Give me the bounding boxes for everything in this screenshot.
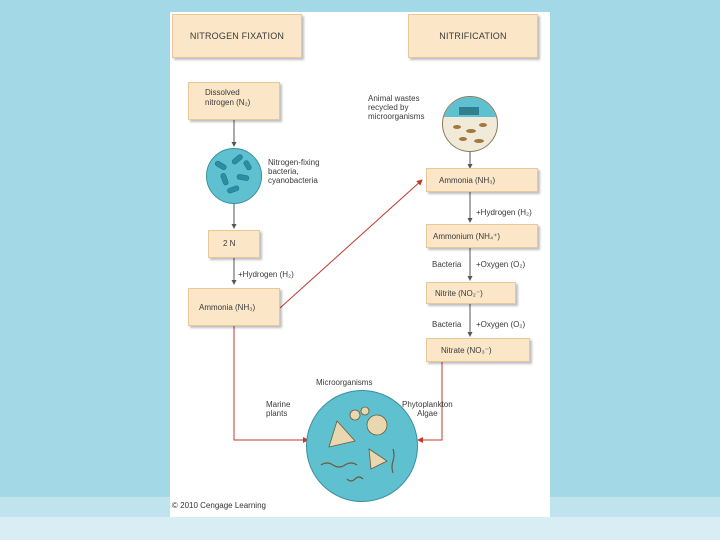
label-nitrogen-fixing-bacteria: Nitrogen-fixing bacteria, cyanobacteria [268, 158, 320, 185]
header-nitrification: NITRIFICATION [408, 14, 538, 58]
animal-wastes-icon [442, 96, 498, 152]
bacteria-circle-icon [206, 148, 262, 204]
bacteria-rods-icon [214, 154, 252, 194]
box-nitrate: Nitrate (NO₃⁻) [426, 338, 530, 362]
bottom-band-light [0, 517, 720, 540]
label-hydrogen-right: +Hydrogen (H₂) [476, 208, 532, 217]
box-ammonium: Ammonium (NH₄⁺) [426, 224, 538, 248]
box-nitrite: Nitrite (NO₂⁻) [426, 282, 516, 304]
diagram-slide: NITROGEN FIXATION NITRIFICATION Dissolve… [170, 12, 550, 517]
plankton-icon [320, 406, 395, 482]
arrow-nitrate-to-microorganisms [417, 362, 443, 443]
label-animal-wastes: Animal wastes recycled by microorganisms [368, 94, 425, 121]
header-nitrogen-fixation: NITROGEN FIXATION [172, 14, 302, 58]
arrow-layer [231, 120, 473, 443]
label-hydrogen-left: +Hydrogen (H₂) [238, 270, 294, 279]
arrow-ammonia-to-microorganisms [233, 326, 309, 443]
label-marine-plants: Marine plants [266, 400, 291, 418]
label-microorganisms: Microorganisms [316, 378, 373, 387]
box-ammonia-right: Ammonia (NH₃) [426, 168, 538, 192]
sediment-icon [443, 97, 497, 143]
microorganisms-circle-icon [306, 390, 418, 502]
label-oxygen-1: +Oxygen (O₂) [476, 260, 526, 269]
copyright-notice: © 2010 Cengage Learning [172, 501, 266, 510]
arrow-ammonia-recycle [279, 179, 423, 309]
label-phytoplankton-algae: Phytoplankton Algae [402, 400, 453, 418]
box-dissolved-nitrogen: Dissolved nitrogen (N₂) [188, 82, 280, 120]
box-ammonia-left: Ammonia (NH₃) [188, 288, 280, 326]
label-bacteria-2: Bacteria [432, 320, 462, 329]
box-2n: 2 N [208, 230, 260, 258]
label-oxygen-2: +Oxygen (O₂) [476, 320, 526, 329]
label-bacteria-1: Bacteria [432, 260, 462, 269]
